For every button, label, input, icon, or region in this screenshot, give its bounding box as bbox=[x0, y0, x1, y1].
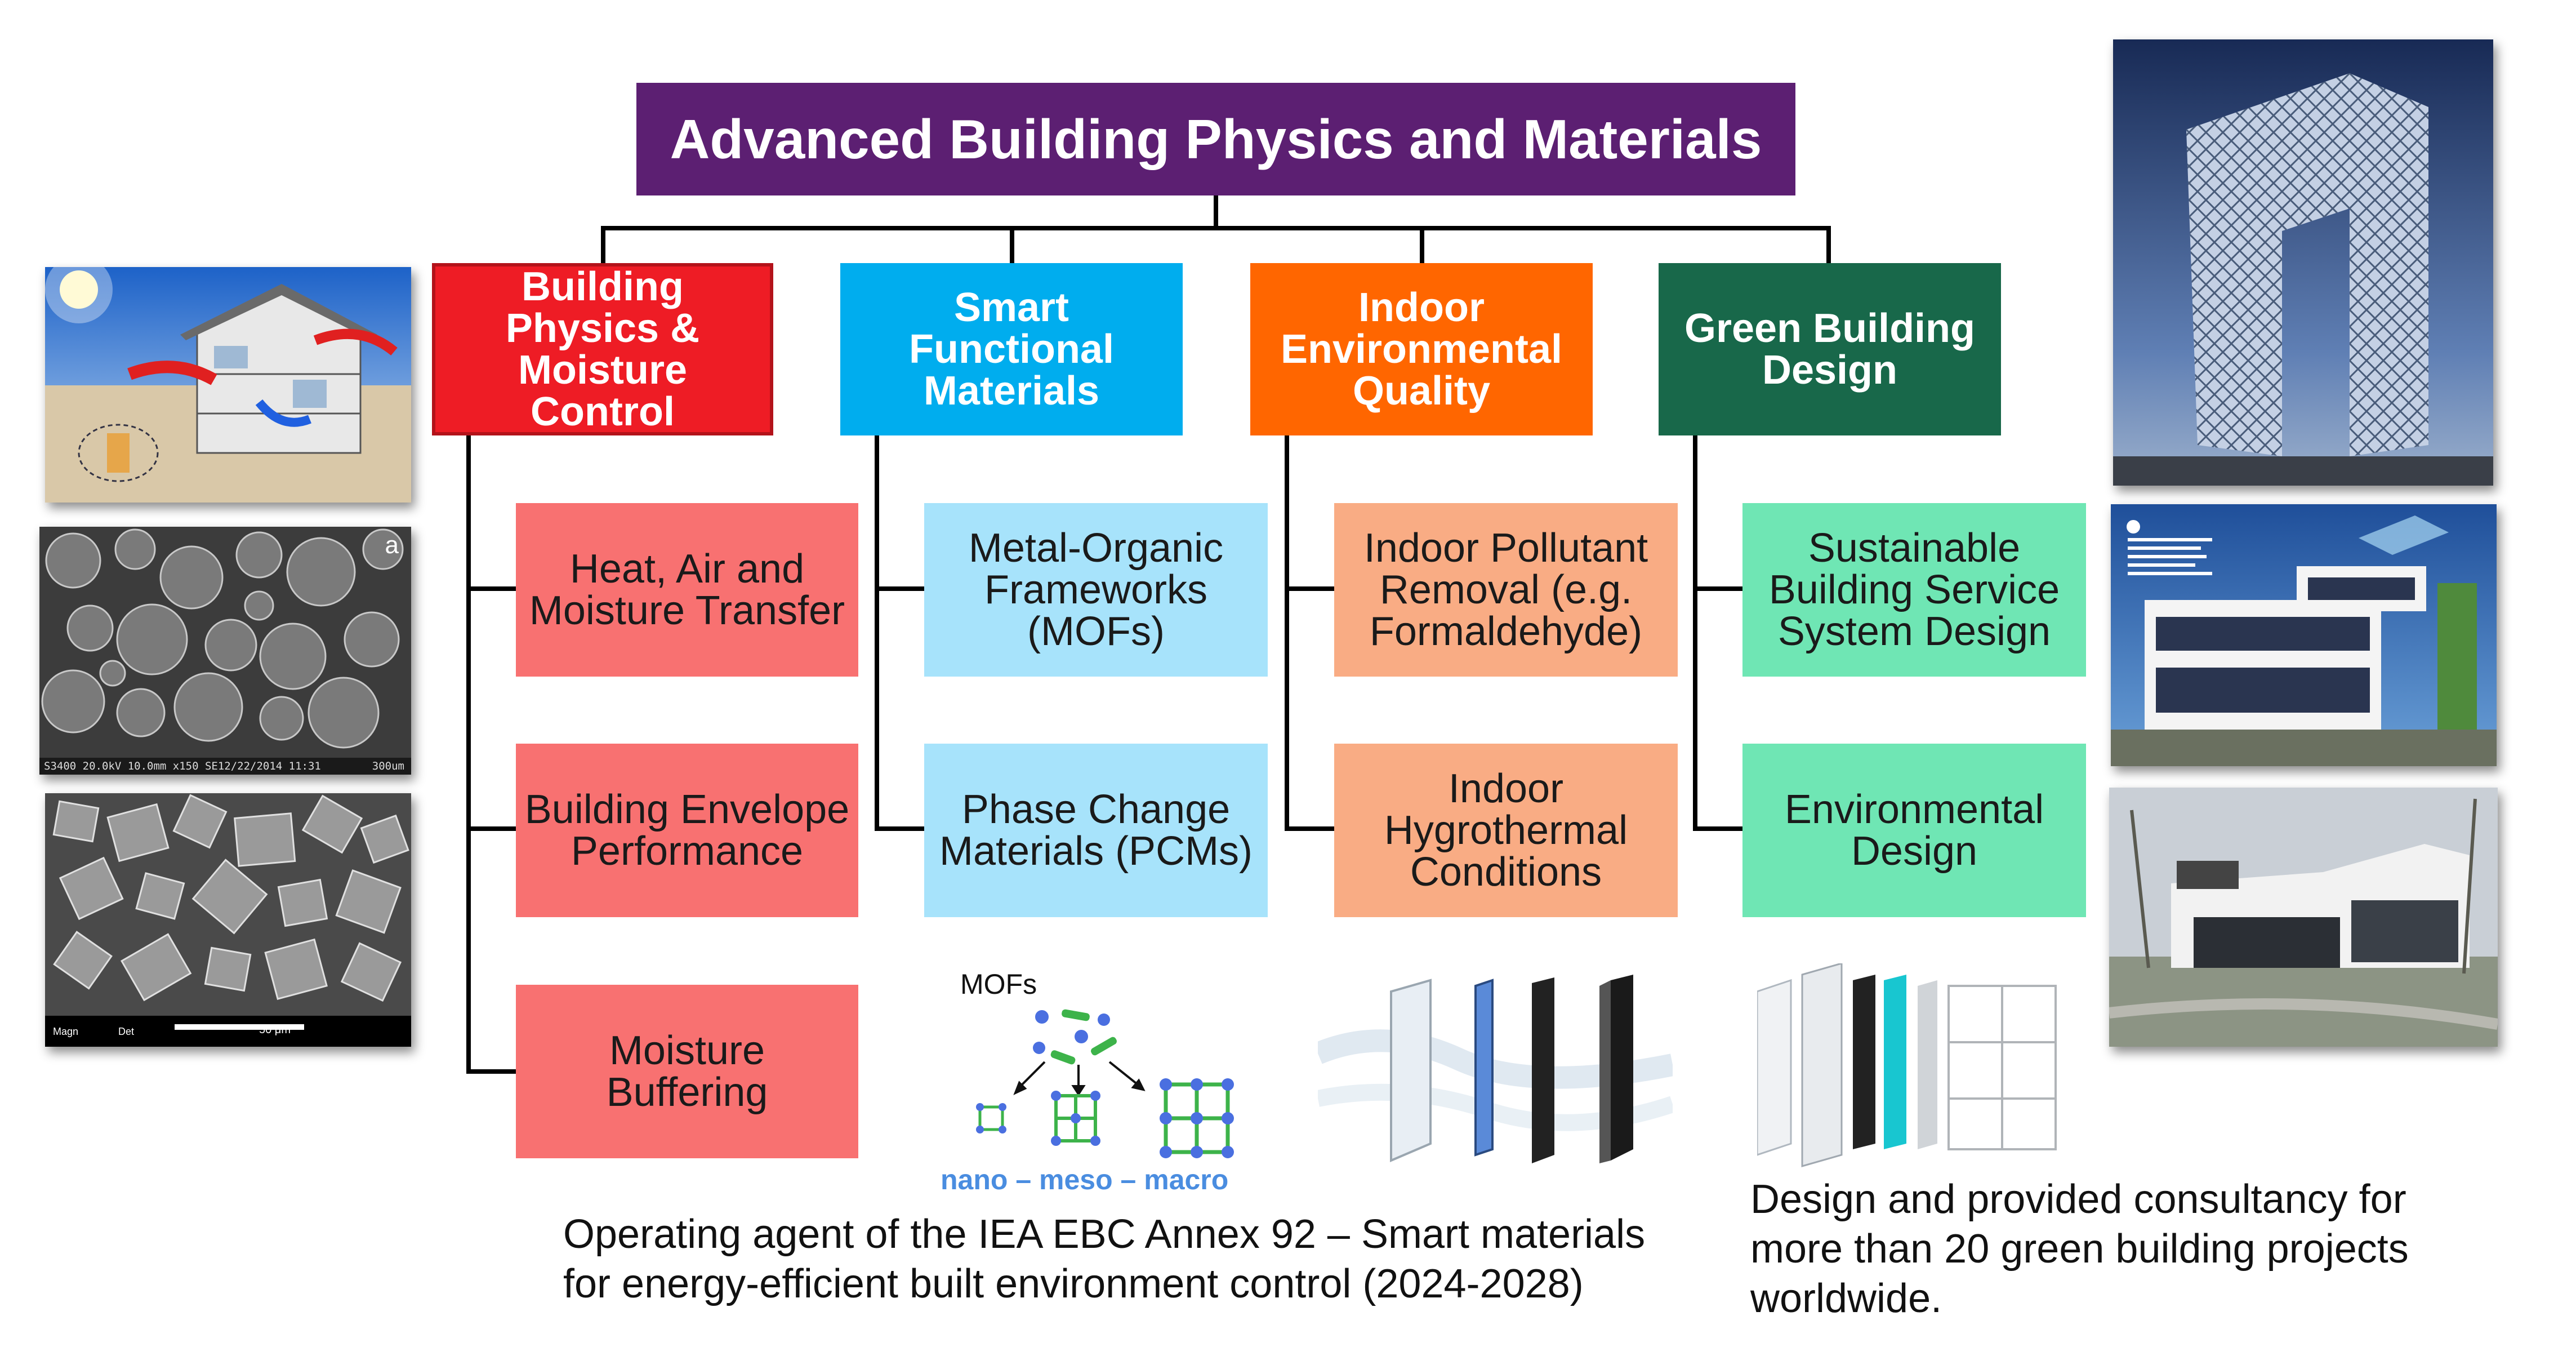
item-moisture-buffering: Moisture Buffering bbox=[516, 985, 858, 1158]
modular-building-image bbox=[2111, 504, 2497, 766]
consultancy-caption: Design and provided consultancy for more… bbox=[1750, 1175, 2483, 1323]
col3-branch-1 bbox=[1285, 586, 1335, 591]
category-green-building: Green Building Design bbox=[1659, 263, 2001, 435]
title-stem bbox=[1214, 194, 1218, 229]
col4-branch-2 bbox=[1693, 826, 1744, 831]
item-building-envelope: Building Envelope Performance bbox=[516, 744, 858, 917]
col4-vertical bbox=[1693, 434, 1697, 831]
category-indoor-environment: Indoor Environmental Quality bbox=[1250, 263, 1593, 435]
diagram-title: Advanced Building Physics and Materials bbox=[636, 83, 1795, 195]
sem-footer-text: S3400 20.0kV 10.0mm x150 SE12/22/2014 11… bbox=[44, 760, 321, 772]
house-cross-section-image bbox=[45, 267, 411, 503]
sem2-meta-magn: Magn bbox=[53, 1026, 79, 1037]
stem-col3 bbox=[1420, 226, 1424, 265]
item-pollutant-removal: Indoor Pollutant Removal (e.g. Formaldeh… bbox=[1334, 503, 1678, 677]
consultancy-caption-line-2: more than 20 green building projects bbox=[1750, 1226, 2409, 1272]
sem-microspheres-image: a S3400 20.0kV 10.0mm x150 SE12/22/2014 … bbox=[39, 527, 411, 775]
item-building-service-design: Sustainable Building Service System Desi… bbox=[1742, 503, 2086, 677]
sem2-scale-text: 50 μm bbox=[259, 1024, 291, 1036]
item-environmental-design: Environmental Design bbox=[1742, 744, 2086, 917]
col2-branch-2 bbox=[875, 826, 925, 831]
category-building-physics: Building Physics & Moisture Control bbox=[432, 263, 773, 435]
sem-panel-label: a bbox=[385, 531, 399, 559]
top-horizontal-connector bbox=[601, 226, 1831, 230]
category-smart-materials: Smart Functional Materials bbox=[840, 263, 1183, 435]
item-pcms: Phase Change Materials (PCMs) bbox=[924, 744, 1268, 917]
annex-caption-line-1: Operating agent of the IEA EBC Annex 92 … bbox=[563, 1212, 1646, 1257]
item-heat-air-moisture: Heat, Air and Moisture Transfer bbox=[516, 503, 858, 677]
consultancy-caption-line-1: Design and provided consultancy for bbox=[1750, 1177, 2406, 1222]
col1-branch-1 bbox=[466, 586, 517, 591]
item-mofs: Metal-Organic Frameworks (MOFs) bbox=[924, 503, 1268, 677]
col3-vertical bbox=[1285, 434, 1289, 831]
col1-vertical bbox=[466, 434, 471, 1074]
stem-col2 bbox=[1010, 226, 1014, 265]
air-filter-image bbox=[1318, 969, 1673, 1183]
item-hygrothermal: Indoor Hygrothermal Conditions bbox=[1334, 744, 1678, 917]
sem-crystals-image: Magn Det 50 μm bbox=[45, 793, 411, 1047]
annex-caption: Operating agent of the IEA EBC Annex 92 … bbox=[563, 1210, 1746, 1309]
annex-caption-line-2: for energy-efficient built environment c… bbox=[563, 1261, 1584, 1306]
exploded-building-image bbox=[1757, 963, 2067, 1177]
stem-col1 bbox=[601, 226, 605, 265]
col2-branch-1 bbox=[875, 586, 925, 591]
mof-figure-label: MOFs bbox=[960, 968, 1037, 1000]
col2-vertical bbox=[875, 434, 879, 831]
consultancy-caption-line-3: worldwide. bbox=[1750, 1275, 1942, 1321]
sem2-meta-det: Det bbox=[118, 1026, 135, 1037]
mof-figure: MOFs nano – meso – macro bbox=[935, 963, 1262, 1200]
sem-scale-text: 300um bbox=[372, 760, 404, 772]
col1-branch-3 bbox=[466, 1069, 517, 1074]
pavilion-building-image bbox=[2109, 788, 2498, 1047]
stem-col4 bbox=[1826, 226, 1831, 265]
tower-building-image bbox=[2113, 39, 2493, 486]
col3-branch-2 bbox=[1285, 826, 1335, 831]
col1-branch-2 bbox=[466, 826, 517, 831]
mof-scale-label: nano – meso – macro bbox=[941, 1164, 1229, 1195]
col4-branch-1 bbox=[1693, 586, 1744, 591]
